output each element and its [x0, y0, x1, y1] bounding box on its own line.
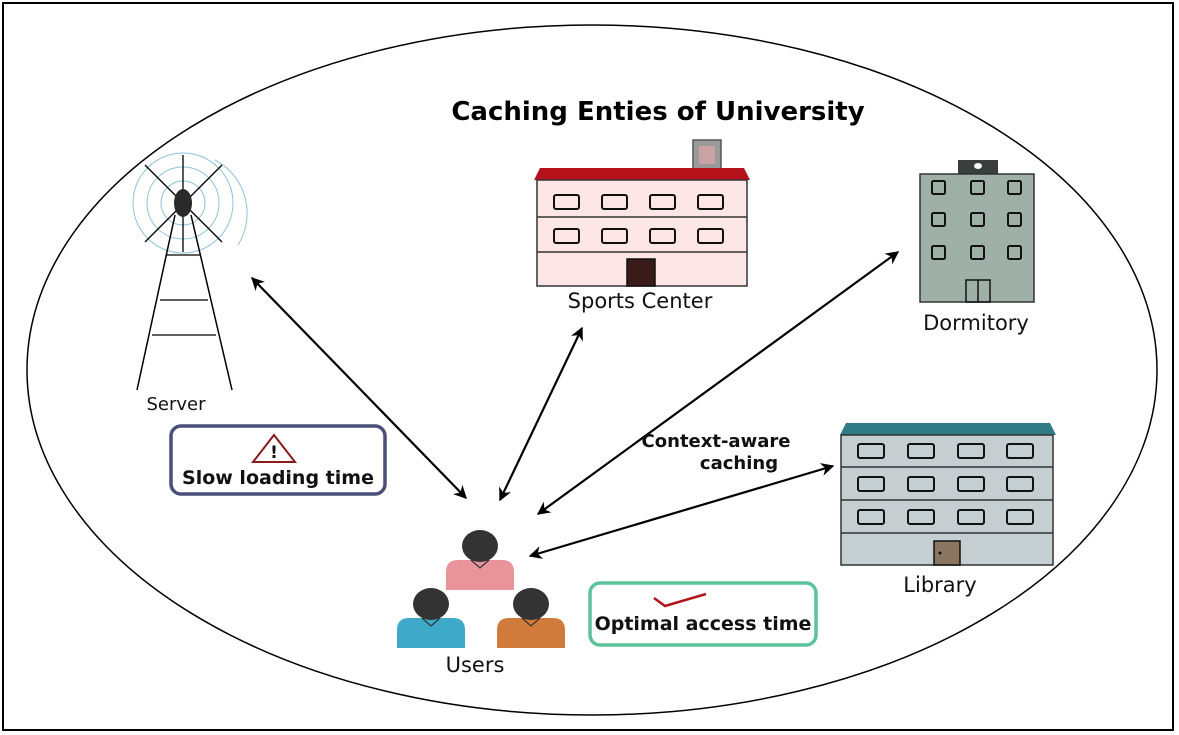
- context-aware-label-line1: Context-aware: [642, 431, 791, 452]
- users-group-icon: [397, 530, 565, 648]
- checkmark-icon: [653, 592, 707, 608]
- arrow-users-library: [528, 463, 835, 559]
- svg-text:!: !: [270, 443, 278, 463]
- slow-loading-text: Slow loading time: [182, 467, 374, 489]
- arrow-users-sports-center: [499, 326, 583, 502]
- library-label: Library: [903, 573, 976, 597]
- warning-triangle-icon: !: [250, 433, 298, 463]
- users-label: Users: [446, 653, 505, 677]
- server-tower-icon: [132, 152, 248, 391]
- sports-center-building-icon: [534, 139, 750, 287]
- slow-loading-callout: ! Slow loading time: [169, 424, 387, 496]
- library-building-icon: [840, 423, 1056, 566]
- sports-center-label: Sports Center: [568, 289, 713, 313]
- dormitory-label: Dormitory: [923, 311, 1029, 335]
- diagram-title: Caching Enties of University: [451, 97, 864, 127]
- university-boundary: [26, 24, 1158, 716]
- arrow-users-server: [251, 277, 467, 499]
- context-aware-label-line2: caching: [700, 453, 778, 474]
- optimal-access-callout: Optimal access time: [588, 581, 818, 647]
- server-label: Server: [146, 394, 206, 415]
- dormitory-building-icon: [919, 160, 1035, 303]
- optimal-access-text: Optimal access time: [595, 613, 812, 635]
